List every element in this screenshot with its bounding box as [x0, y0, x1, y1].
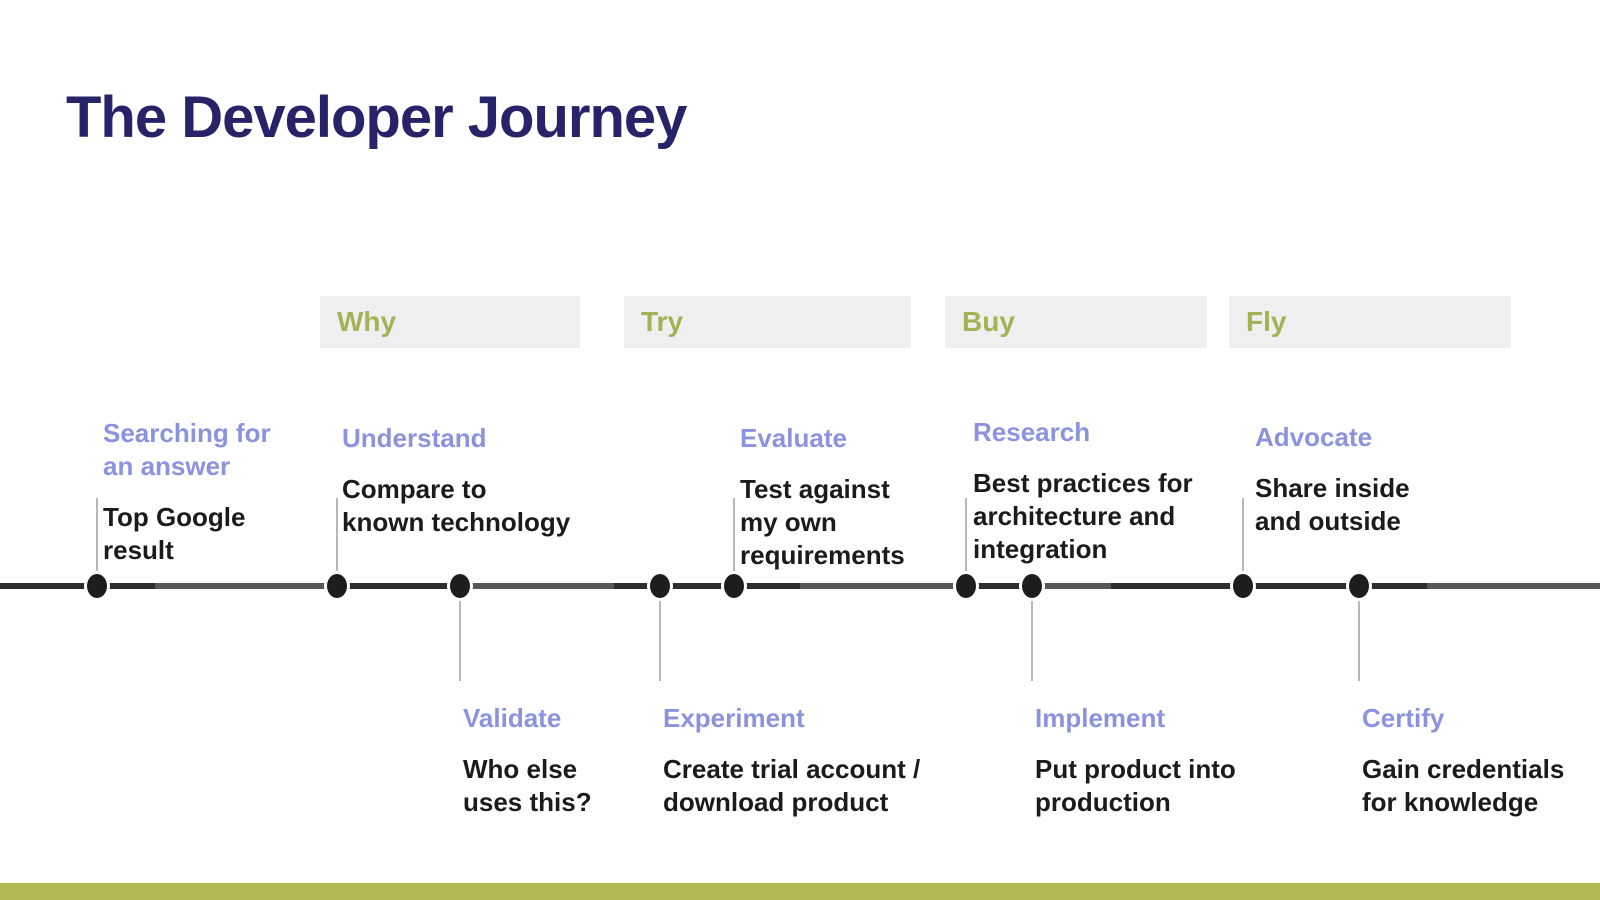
stage-title: Experiment: [663, 703, 805, 733]
phase-label-buy: Buy: [962, 306, 1015, 337]
connector-validate: [459, 592, 461, 681]
timeline-dot-research: [953, 571, 979, 601]
connector-experiment: [659, 592, 661, 681]
phase-label-why: Why: [337, 306, 397, 337]
stage-understand: Understand Compare to known technology: [342, 404, 570, 557]
stage-advocate: Advocate Share inside and outside: [1255, 403, 1410, 556]
timeline-dot-searching: [84, 571, 110, 601]
stage-evaluate: Evaluate Test against my own requirement…: [740, 404, 905, 590]
timeline-segment: [155, 583, 337, 589]
stage-title: Evaluate: [740, 423, 847, 453]
connector-implement: [1031, 592, 1033, 681]
connector-advocate: [1242, 498, 1244, 580]
phase-label-try: Try: [641, 306, 684, 337]
timeline-dot-advocate: [1230, 571, 1256, 601]
timeline-segment: [800, 583, 966, 589]
stage-title: Searching for an answer: [103, 418, 271, 481]
stage-certify: Certify Gain credentials for knowledge: [1362, 684, 1564, 837]
timeline-dot-understand: [324, 571, 350, 601]
phase-label-fly: Fly: [1246, 306, 1287, 337]
phase-box-buy: Buy: [945, 296, 1207, 348]
stage-research: Research Best practices for architecture…: [973, 398, 1193, 584]
stage-title: Advocate: [1255, 422, 1373, 452]
stage-implement: Implement Put product into production: [1035, 684, 1236, 837]
stage-description: Gain credentials for knowledge: [1362, 754, 1565, 817]
stage-description: Top Google result: [103, 502, 246, 565]
connector-searching: [96, 498, 98, 580]
timeline-segment: [460, 583, 614, 589]
stage-description: Who else uses this?: [463, 754, 592, 817]
slide-title: The Developer Journey: [66, 85, 687, 150]
timeline-dot-experiment: [647, 571, 673, 601]
connector-research: [965, 498, 967, 580]
timeline-segment: [1427, 583, 1600, 589]
connector-evaluate: [733, 498, 735, 580]
stage-validate: Validate Who else uses this?: [463, 684, 592, 837]
phase-box-try: Try: [624, 296, 911, 348]
phase-box-fly: Fly: [1229, 296, 1511, 348]
phase-box-why: Why: [320, 296, 580, 348]
stage-description: Share inside and outside: [1255, 473, 1410, 536]
stage-title: Certify: [1362, 703, 1445, 733]
timeline-dot-certify: [1346, 571, 1372, 601]
stage-description: Best practices for architecture and inte…: [973, 468, 1193, 564]
timeline-dot-evaluate: [721, 571, 747, 601]
stage-title: Implement: [1035, 703, 1166, 733]
stage-title: Understand: [342, 423, 487, 453]
timeline-segment: [1032, 583, 1111, 589]
timeline-dot-validate: [447, 571, 473, 601]
stage-description: Put product into production: [1035, 754, 1236, 817]
stage-description: Compare to known technology: [342, 474, 571, 537]
stage-searching: Searching for an answer Top Google resul…: [103, 399, 271, 585]
stage-description: Create trial account / download product: [663, 754, 921, 817]
stage-description: Test against my own requirements: [740, 474, 905, 570]
connector-understand: [336, 498, 338, 580]
stage-title: Research: [973, 417, 1091, 447]
timeline-dot-implement: [1019, 571, 1045, 601]
stage-experiment: Experiment Create trial account / downlo…: [663, 684, 920, 837]
bottom-accent-bar: [0, 883, 1600, 900]
stage-title: Validate: [463, 703, 562, 733]
connector-certify: [1358, 592, 1360, 681]
